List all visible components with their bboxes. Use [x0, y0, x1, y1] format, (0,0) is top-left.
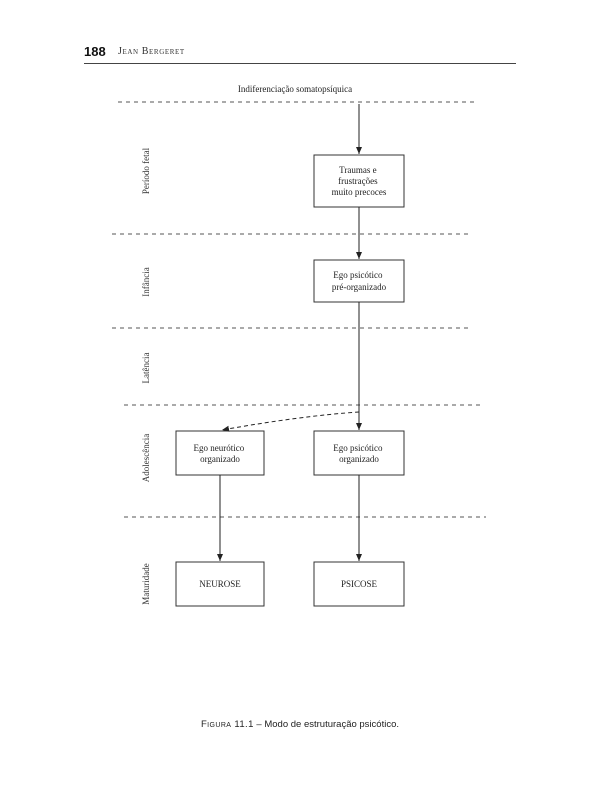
stage-label-infancia: Infância [141, 267, 151, 296]
box-traumas [313, 154, 405, 208]
box-ego-psicotico-pre [313, 259, 405, 303]
box-ego-neurotico [175, 430, 265, 476]
dashed-arrow-to-ego-neurotico [221, 411, 360, 432]
box-ego-psicotico-pre-label: Ego psicótico pré-organizado [332, 270, 387, 292]
page-header: 188 Jean Bergeret [84, 44, 516, 66]
page-number: 188 [84, 44, 106, 59]
box-ego-psicotico-org [313, 430, 405, 476]
stage-label-adolescencia: Adolescência [141, 434, 151, 482]
box-neurose [175, 561, 265, 607]
box-psicose [313, 561, 405, 607]
top-label: Indiferenciação somatopsíquica [238, 84, 352, 94]
box-psicose-label: PSICOSE [341, 579, 378, 589]
running-head: Jean Bergeret [118, 46, 185, 57]
box-traumas-label: Traumas e frustrações muito precoces [332, 165, 387, 197]
header-rule [84, 63, 516, 64]
stage-label-maturidade: Maturidade [141, 563, 151, 604]
figure-label: Figura 11.1 [200, 719, 254, 730]
stage-label-fetal: Período fetal [141, 147, 151, 194]
box-ego-psicotico-org-label: Ego psicótico organizado [333, 443, 385, 464]
box-ego-neurotico-label: Ego neurótico organizado [194, 443, 247, 464]
figure-caption: Figura 11.1 – Modo de estruturação psicó… [0, 719, 600, 730]
box-neurose-label: NEUROSE [199, 579, 241, 589]
stage-label-latencia: Latência [141, 353, 151, 384]
figure-caption-text: – Modo de estruturação psicótico. [253, 719, 399, 730]
